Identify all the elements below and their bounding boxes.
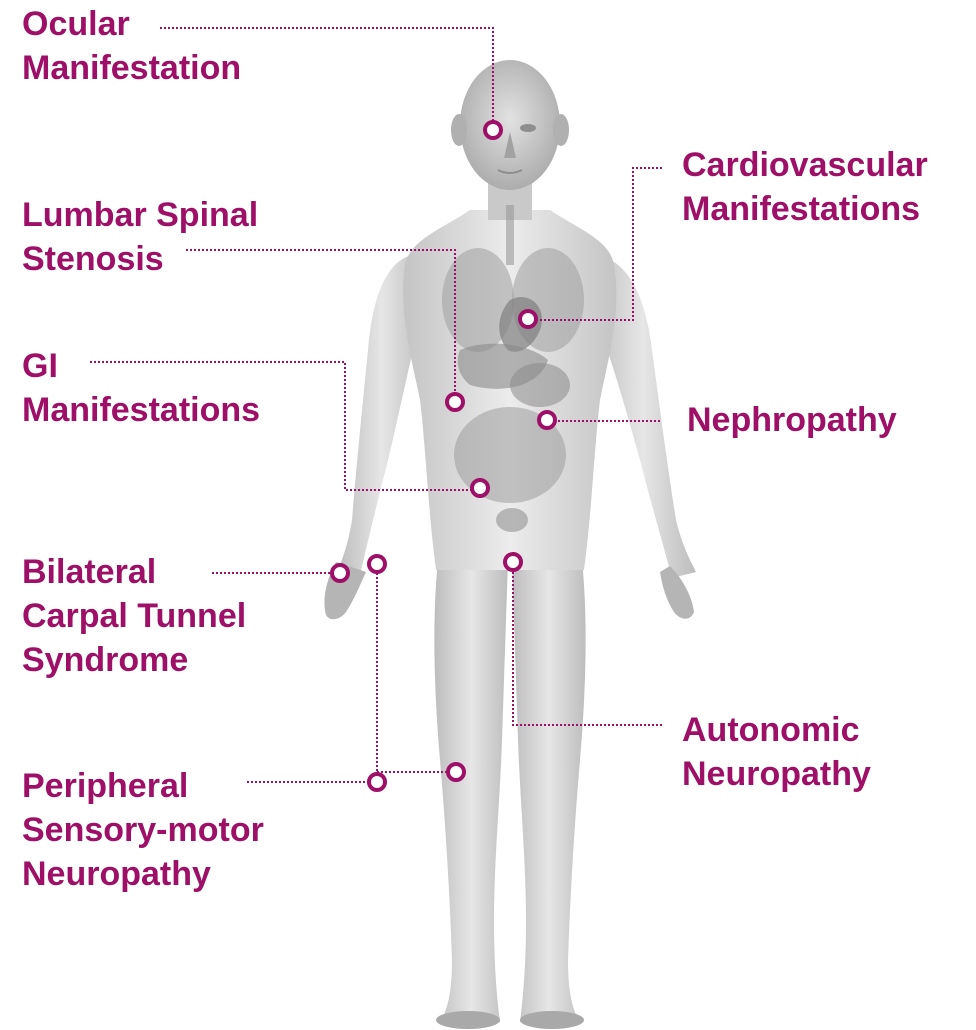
nephro-label-line-1: Nephropathy	[687, 398, 897, 442]
cardio-label: Cardiovascular Manifestations	[682, 143, 928, 231]
trachea	[506, 205, 514, 265]
lumbar-marker	[447, 394, 463, 410]
peripheral-label-line-1: Peripheral	[22, 764, 264, 808]
right-eye	[520, 124, 536, 132]
ocular-label: Ocular Manifestation	[22, 2, 241, 90]
lumbar-label-line-1: Lumbar Spinal	[22, 193, 258, 237]
autonomic-label-line-2: Neuropathy	[682, 752, 871, 796]
peripheral-marker	[369, 774, 385, 790]
carpal-label: Bilateral Carpal Tunnel Syndrome	[22, 550, 246, 682]
lumbar-label: Lumbar Spinal Stenosis	[22, 193, 258, 281]
peripheral-label-line-3: Neuropathy	[22, 852, 264, 896]
peripheral-label-line-2: Sensory-motor	[22, 808, 264, 852]
left-ear	[451, 114, 467, 146]
bladder	[496, 508, 528, 532]
right-leg	[512, 560, 586, 1022]
cardio-marker	[520, 311, 536, 327]
gi-marker	[472, 480, 488, 496]
gi-label-line-1: GI	[22, 344, 260, 388]
lumbar-label-line-2: Stenosis	[22, 237, 258, 281]
head	[460, 60, 560, 190]
autonomic-label-line-1: Autonomic	[682, 708, 871, 752]
ocular-marker	[485, 122, 501, 138]
carpal-label-line-3: Syndrome	[22, 638, 246, 682]
carpal-marker-wrist	[369, 556, 385, 572]
cardio-label-line-1: Cardiovascular	[682, 143, 928, 187]
left-foot	[436, 1011, 500, 1029]
carpal-label-line-2: Carpal Tunnel	[22, 594, 246, 638]
autonomic-marker	[505, 554, 521, 570]
ocular-label-line-1: Ocular	[22, 2, 241, 46]
nephro-marker	[539, 412, 555, 428]
gi-label-line-2: Manifestations	[22, 388, 260, 432]
carpal-label-line-1: Bilateral	[22, 550, 246, 594]
right-foot	[520, 1011, 584, 1029]
gi-label: GI Manifestations	[22, 344, 260, 432]
cardio-label-line-2: Manifestations	[682, 187, 928, 231]
stomach	[510, 363, 570, 407]
nephro-label: Nephropathy	[687, 398, 897, 442]
carpal-marker-hand	[332, 565, 348, 581]
autonomic-label: Autonomic Neuropathy	[682, 708, 871, 796]
right-ear	[553, 114, 569, 146]
ocular-label-line-2: Manifestation	[22, 46, 241, 90]
left-leg	[434, 560, 508, 1022]
foot-marker	[448, 764, 464, 780]
peripheral-label: Peripheral Sensory-motor Neuropathy	[22, 764, 264, 896]
